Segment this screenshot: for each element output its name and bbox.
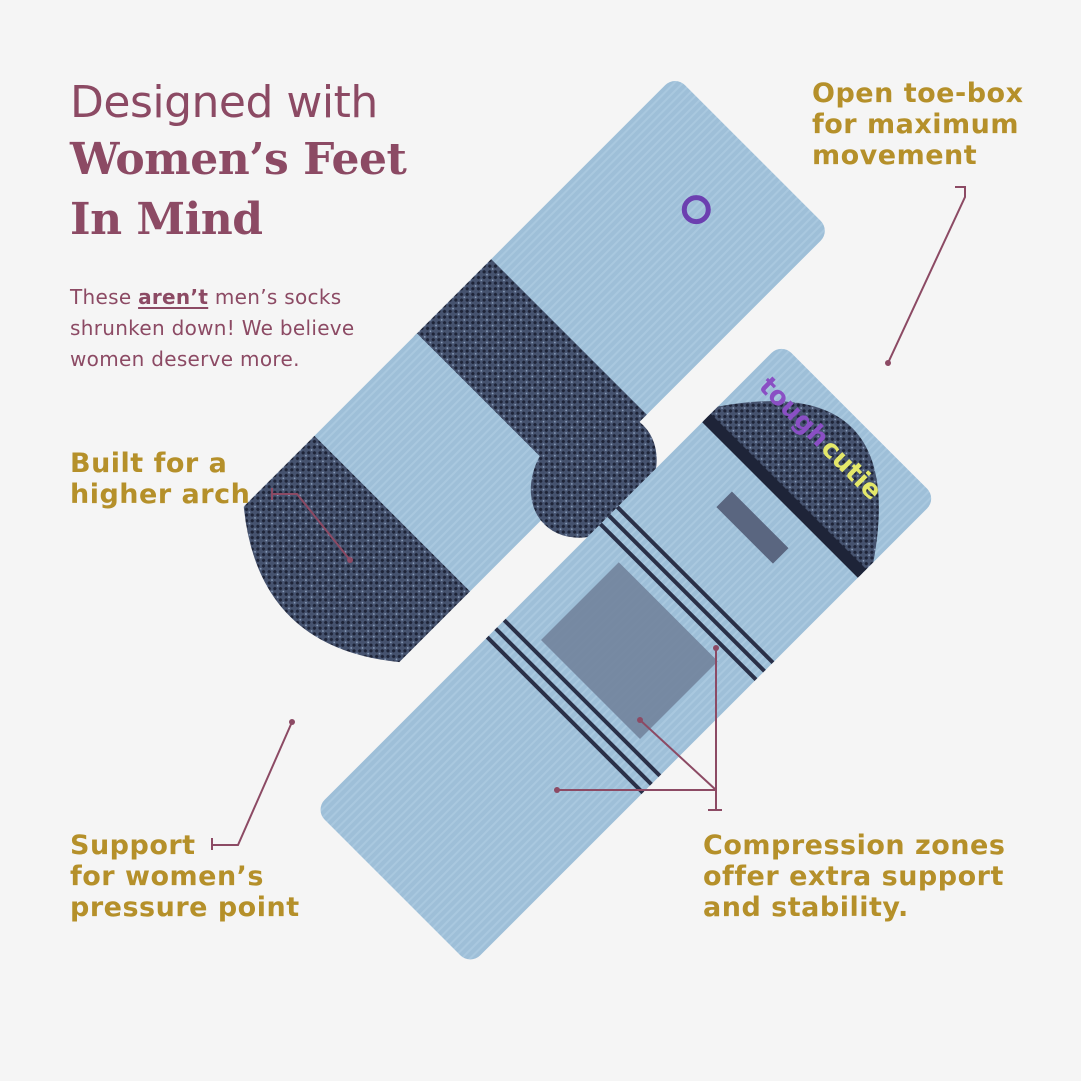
left-sock-toe	[243, 435, 470, 663]
right-sock-toe	[703, 401, 879, 577]
leader-toe-box	[887, 186, 966, 364]
heading-line-2: Women’s Feet	[70, 134, 407, 185]
callout-support-line-1: Support	[70, 830, 196, 861]
left-sock-arch	[310, 333, 573, 595]
callout-compression-line-1: Compression zones	[703, 830, 1006, 861]
heading-line-3: In Mind	[70, 194, 263, 245]
callout-arch-line-1: Built for a	[70, 448, 228, 479]
heading-line-1: Designed with	[70, 77, 378, 128]
callout-support: Support for women’s pressure point	[70, 830, 330, 923]
callout-arch: Built for a higher arch	[70, 448, 290, 510]
leader-arch	[271, 488, 351, 561]
intro-emphasis: aren’t	[138, 285, 209, 309]
callout-support-line-3: pressure point	[70, 892, 300, 923]
intro-before: These	[70, 285, 139, 309]
callout-compression: Compression zones offer extra support an…	[703, 830, 1063, 923]
compression-ribs	[485, 505, 775, 795]
right-sock	[320, 348, 932, 960]
callout-toe-box-line-1: Open toe-box	[812, 78, 1024, 109]
callout-compression-line-2: offer extra support	[703, 861, 1004, 892]
arch-band	[716, 491, 789, 564]
callout-compression-line-3: and stability.	[703, 892, 909, 923]
intro-after: men’s socks shrunken down! We believe wo…	[70, 285, 355, 371]
logo-mark-icon	[681, 195, 711, 225]
left-sock	[243, 81, 825, 663]
callout-arch-line-2: higher arch	[70, 479, 251, 510]
callout-toe-box-line-2: for maximum	[812, 109, 1020, 140]
callout-support-line-2: for women’s	[70, 861, 264, 892]
callout-toe-box: Open toe-box for maximum movement	[812, 78, 1072, 171]
leader-compression-b	[639, 719, 717, 791]
intro-text: These aren’t men’s socks shrunken down! …	[70, 282, 410, 375]
page-heading: Designed with Women’s Feet In Mind	[70, 76, 490, 250]
leader-support	[211, 721, 293, 850]
leader-lines	[211, 186, 966, 850]
callout-toe-box-line-3: movement	[812, 140, 978, 171]
compression-panel	[541, 562, 718, 739]
